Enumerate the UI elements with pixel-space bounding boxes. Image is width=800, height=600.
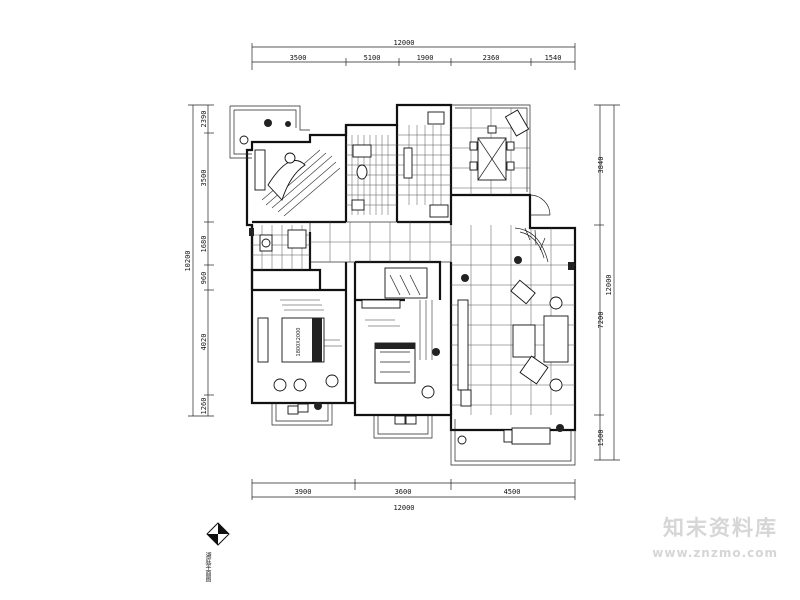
kitchen-tiles [397,125,451,205]
watermark-url: www.znzmo.com [652,546,778,560]
top-dim-seg-4: 2360 [483,54,500,62]
right-dimension-chain: 3840 12000 7200 1500 [594,104,620,461]
top-dim-seg-5: 1540 [545,54,562,62]
kitchen-counter [403,111,449,218]
dining-table [469,109,530,181]
left-dim-total: 10200 [184,250,192,271]
bedroom2-furniture [361,299,440,425]
drawing-title: 湖底平面图 [204,552,211,582]
plant-upper-left [239,119,291,145]
top-dim-total: 12000 [393,39,414,47]
bedroom1-furniture: 1800X2000 [257,317,339,415]
right-dim-seg-3: 1500 [597,430,605,447]
bottom-dim-seg-2: 3600 [395,488,412,496]
bedroom2-floor-hatching [365,300,433,360]
small-bath-fixtures [259,229,307,252]
left-dimension-chain: 10200 2390 3500 1680 960 4020 1260 [184,104,214,417]
living-room-furniture [457,274,569,407]
north-arrow-icon [206,522,230,550]
exterior-walls [229,103,577,466]
right-dim-seg-1: 3840 [597,157,605,174]
wardrobe-closet [384,267,428,299]
top-dimension-chain: 12000 3500 5100 1900 2360 1540 [251,39,576,70]
left-dim-seg-3: 1680 [200,236,208,253]
staircase [249,227,574,270]
door-swing-entry [529,194,551,216]
left-dim-seg-5: 4020 [200,334,208,351]
watermark-brand: 知末资料库 [663,516,778,540]
watermark: 知末资料库 www.znzmo.com [642,484,792,594]
left-dim-seg-2: 3500 [200,170,208,187]
left-dim-seg-1: 2390 [200,111,208,128]
study-desk [254,149,306,201]
bathroom-fixtures [351,144,372,211]
bed-size-label-1: 1800X2000 [296,328,302,357]
right-dim-seg-2: 7200 [597,312,605,329]
bottom-dim-seg-3: 4500 [504,488,521,496]
top-dim-seg-2: 5100 [364,54,381,62]
left-dim-seg-6: 1260 [200,398,208,415]
corridor-tiles [309,221,452,263]
left-dim-seg-4: 960 [200,272,208,285]
terrace-chairs [457,424,564,445]
bottom-dim-seg-1: 3900 [295,488,312,496]
top-dim-seg-3: 1900 [417,54,434,62]
bottom-dimension-chain: 3900 3600 4500 12000 [251,479,576,512]
top-dim-seg-1: 3500 [290,54,307,62]
right-dim-total: 12000 [605,274,613,295]
bottom-dim-total: 12000 [393,504,414,512]
